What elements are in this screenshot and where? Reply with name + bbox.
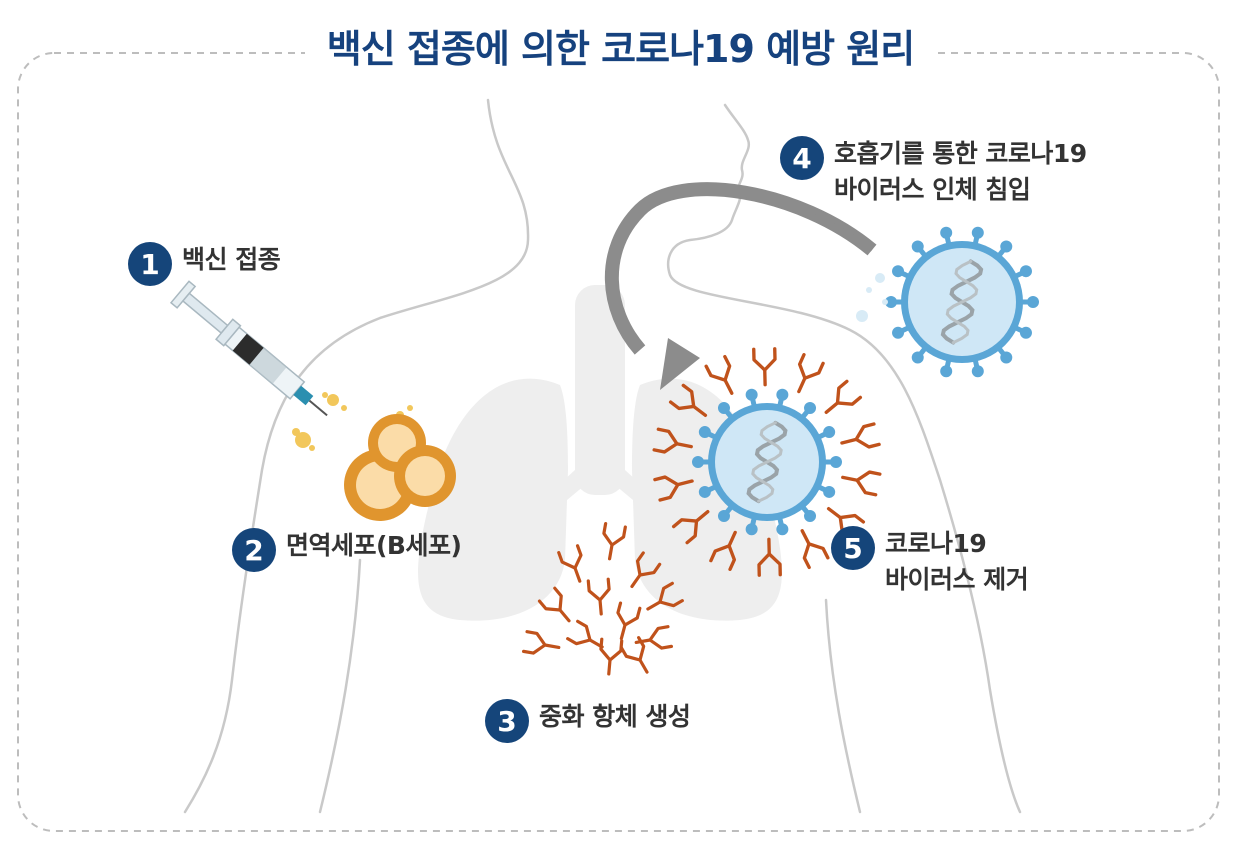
antibody-icon <box>841 470 882 497</box>
antibody-icon <box>602 521 627 561</box>
antibody-icon <box>704 354 734 395</box>
antibody-icon <box>630 551 662 589</box>
antibody-icon <box>557 544 583 583</box>
step-number-badge: 2 <box>232 528 276 572</box>
page-title: 백신 접종에 의한 코로나19 예방 원리 <box>0 18 1241 73</box>
step-label: 면역세포(B세포) <box>286 531 462 560</box>
body-outline <box>183 98 1022 814</box>
step-number-badge: 5 <box>831 526 875 570</box>
syringe-icon <box>169 280 328 417</box>
antibody-icon <box>566 619 604 649</box>
antibody-icon <box>619 636 649 674</box>
arrow-icon <box>604 182 877 390</box>
antibody-icon <box>652 427 693 454</box>
antibody-icon <box>797 353 825 394</box>
antibody-icon <box>616 601 642 641</box>
antibody-icon <box>599 637 624 676</box>
step-2: 2 면역세포(B세포) <box>232 528 462 572</box>
antibody-icon <box>840 422 881 449</box>
step-label: 백신 접종 <box>182 245 281 274</box>
virus-icon <box>885 226 1039 378</box>
step-number-badge: 4 <box>780 136 824 180</box>
b-cell-icon <box>344 414 456 521</box>
step-1: 1 백신 접종 <box>128 242 281 286</box>
antibody-icon <box>671 509 710 545</box>
antibody-icon <box>709 530 737 571</box>
antibody-icon <box>646 581 684 611</box>
antibody-icon <box>634 625 674 650</box>
antibody-icon <box>653 475 694 502</box>
step-number-badge: 3 <box>485 699 529 743</box>
antibody-icon <box>521 521 684 676</box>
antibody-icon <box>824 379 863 415</box>
antibody-icon <box>757 537 782 577</box>
antibody-icon <box>800 529 830 570</box>
step-label: 중화 항체 생성 <box>539 702 691 731</box>
antibody-icon <box>537 586 571 623</box>
antibody-icon <box>752 347 777 387</box>
antibody-icon <box>652 347 882 577</box>
droplets <box>856 273 888 322</box>
virus-icon <box>692 388 842 536</box>
step-3: 3 중화 항체 생성 <box>485 699 691 743</box>
antibody-icon <box>521 630 561 655</box>
step-number-badge: 1 <box>128 242 172 286</box>
antibody-icon <box>668 383 708 417</box>
antibody-icon <box>586 577 611 616</box>
page-title-text: 백신 접종에 의한 코로나19 예방 원리 <box>304 27 937 71</box>
